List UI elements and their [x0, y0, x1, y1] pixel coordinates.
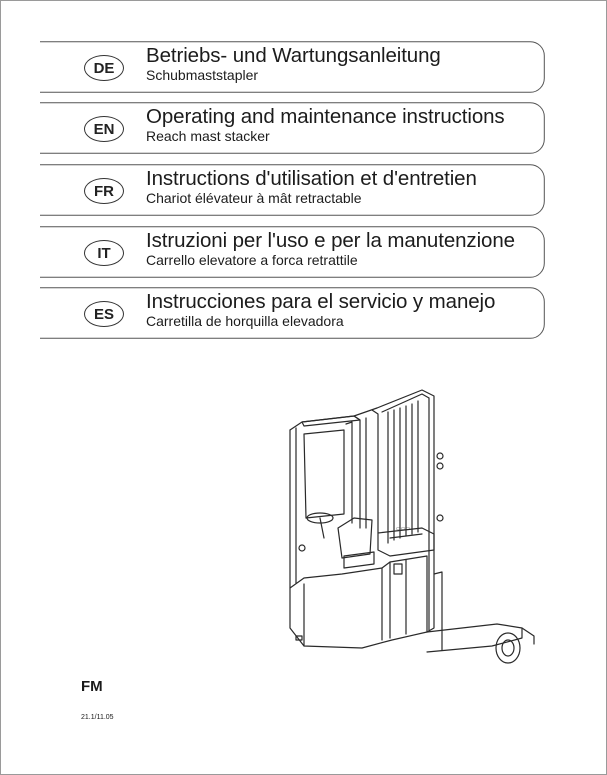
manual-title: Betriebs- und Wartungsanleitung: [146, 44, 441, 67]
row-frame: [40, 102, 545, 154]
language-code-badge: EN: [84, 116, 124, 142]
model-designation: FM: [81, 678, 103, 695]
row-frame: [40, 287, 545, 339]
language-code-badge: ES: [84, 301, 124, 327]
brand-text: ▭▭▭: [396, 526, 410, 532]
manual-title: Instructions d'utilisation et d'entretie…: [146, 167, 477, 190]
language-row-de: DE Betriebs- und Wartungsanleitung Schub…: [40, 41, 545, 93]
manual-title: Istruzioni per l'uso e per la manutenzio…: [146, 229, 515, 252]
document-number: 21.1/11.05: [81, 714, 114, 721]
row-frame: [40, 41, 545, 93]
row-frame: [40, 164, 545, 216]
manual-subtitle: Carretilla de horquilla elevadora: [146, 313, 344, 329]
language-row-en: EN Operating and maintenance instruction…: [40, 102, 545, 154]
language-code-badge: IT: [84, 240, 124, 266]
reach-mast-stacker-illustration: ▭▭▭: [289, 389, 535, 664]
language-code-badge: FR: [84, 178, 124, 204]
manual-subtitle: Chariot élévateur à mât retractable: [146, 190, 362, 206]
manual-title: Operating and maintenance instructions: [146, 105, 505, 128]
manual-subtitle: Reach mast stacker: [146, 128, 270, 144]
manual-subtitle: Schubmaststapler: [146, 67, 259, 83]
manual-title: Instrucciones para el servicio y manejo: [146, 290, 496, 313]
language-code-badge: DE: [84, 55, 124, 81]
language-row-it: IT Istruzioni per l'uso e per la manuten…: [40, 226, 545, 278]
row-frame: [40, 226, 545, 278]
language-row-es: ES Instrucciones para el servicio y mane…: [40, 287, 545, 339]
language-row-fr: FR Instructions d'utilisation et d'entre…: [40, 164, 545, 216]
manual-subtitle: Carrello elevatore a forca retrattile: [146, 252, 358, 268]
